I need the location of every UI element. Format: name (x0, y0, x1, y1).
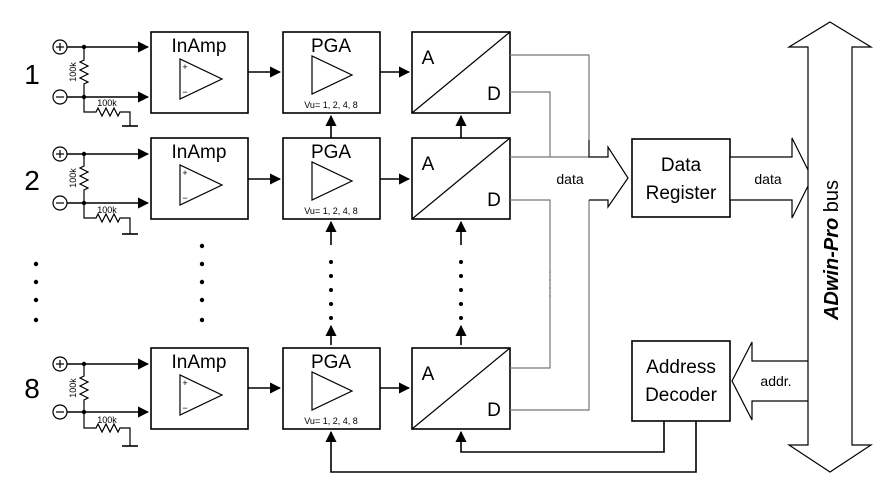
minus-terminal (52, 195, 68, 211)
pga-control-line (325, 421, 697, 473)
data-in-label: data (556, 171, 583, 187)
ellipsis-dots (33, 243, 551, 323)
inamp-label: InAmp (172, 36, 227, 57)
amplifier-symbol (311, 161, 354, 201)
pga-gain-label: Vu= 1, 2, 4, 8 (304, 100, 357, 110)
data-collector: data (549, 140, 629, 300)
inamp-label: InAmp (172, 352, 227, 373)
adwin-pro-bus: ADwin-Pro bus (786, 21, 874, 473)
adc-a-label: A (422, 154, 435, 175)
adc-block: A D (411, 31, 511, 114)
input-resistor (78, 47, 90, 97)
plus-sign: + (182, 168, 187, 178)
channel-label: 8 (24, 373, 40, 404)
bus-label-prefix: ADwin-Pro (821, 218, 843, 321)
data-register-line1: Data (661, 155, 702, 176)
data-out-label: data (754, 171, 781, 187)
resistor-label: 100k (68, 62, 78, 82)
data-register-line2: Register (646, 183, 717, 204)
pga-label: PGA (311, 36, 351, 57)
pga-block: PGA Vu= 1, 2, 4, 8 (282, 137, 381, 220)
ground-resistor (83, 203, 131, 234)
pga-block: PGA Vu= 1, 2, 4, 8 (282, 347, 381, 430)
data-in-arrow (588, 140, 629, 209)
channel-8: 8 100k 100k InAmp + − PGA Vu= (24, 200, 590, 447)
channel-2: 2 100k 100k InAmp + − PGA Vu= (24, 137, 551, 265)
channel-label: 1 (24, 59, 40, 90)
adc-d-label: D (487, 400, 501, 421)
inamp-block: InAmp + − (150, 137, 249, 220)
ground-resistor (83, 97, 131, 126)
addr-arrow (731, 341, 813, 421)
adc-d-label: D (487, 84, 501, 105)
plus-sign: + (182, 62, 187, 72)
resistor-label: 100k (97, 415, 117, 425)
address-decoder-block: Address Decoder (631, 340, 731, 422)
opamp-symbol (179, 58, 224, 100)
address-decoder-line2: Decoder (645, 385, 717, 406)
address-decoder-line1: Address (646, 357, 716, 378)
minus-sign: − (182, 403, 187, 413)
data-register-block: Data Register (631, 138, 731, 218)
adc-d-label: D (487, 190, 501, 211)
resistor-label: 100k (97, 205, 117, 215)
adc-control-line (455, 421, 665, 453)
resistor-label: 100k (68, 168, 78, 188)
opamp-symbol (179, 164, 224, 206)
addr-label: addr. (760, 373, 791, 389)
plus-terminal (52, 356, 68, 372)
inamp-block: InAmp + − (150, 31, 249, 114)
inamp-block: InAmp + − (150, 347, 249, 430)
plus-terminal (52, 146, 68, 162)
bus-label-suffix: bus (821, 180, 843, 218)
ground-resistor (83, 412, 131, 446)
data-out-arrow (729, 137, 813, 219)
pga-label: PGA (311, 142, 351, 163)
minus-terminal (52, 404, 68, 420)
pga-gain-label: Vu= 1, 2, 4, 8 (304, 416, 357, 426)
adc-a-label: A (422, 48, 435, 69)
input-resistor (78, 364, 90, 412)
adc-block: A D (411, 137, 511, 220)
pga-gain-label: Vu= 1, 2, 4, 8 (304, 206, 357, 216)
resistor-label: 100k (97, 98, 117, 108)
minus-sign: − (182, 87, 187, 97)
plus-sign: + (182, 378, 187, 388)
plus-terminal (52, 39, 68, 55)
adc-a-label: A (422, 364, 435, 385)
opamp-symbol (179, 374, 224, 416)
inamp-label: InAmp (172, 142, 227, 163)
resistor-label: 100k (68, 378, 78, 398)
pga-block: PGA Vu= 1, 2, 4, 8 (282, 31, 381, 114)
bus-label: ADwin-Pro bus (821, 180, 843, 321)
pga-label: PGA (311, 352, 351, 373)
amplifier-symbol (311, 371, 354, 411)
amplifier-symbol (311, 55, 354, 95)
adc-block: A D (411, 347, 511, 430)
channel-1: 1 100k 100k InAmp + − (24, 31, 590, 157)
input-resistor (78, 154, 90, 203)
minus-sign: − (182, 193, 187, 203)
channel-label: 2 (24, 165, 40, 196)
minus-terminal (52, 89, 68, 105)
